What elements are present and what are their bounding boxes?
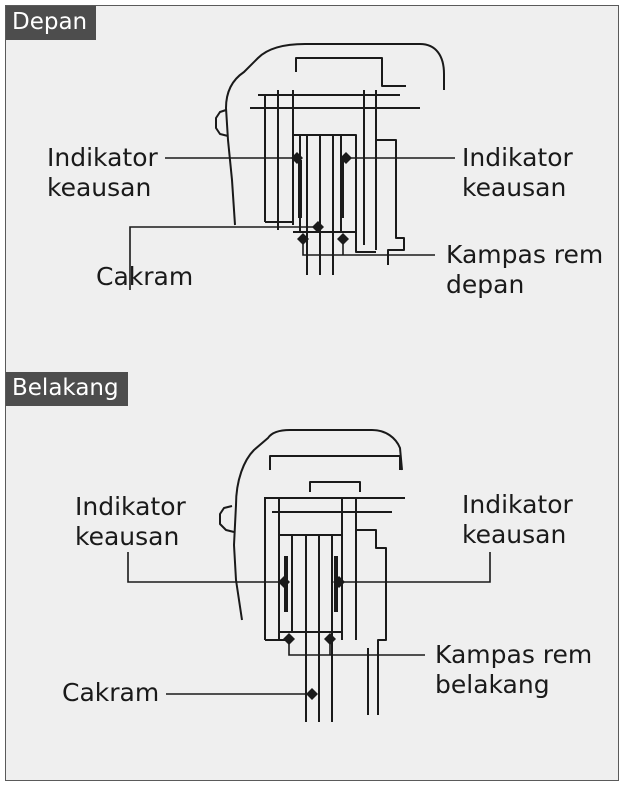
marker-rear-wear-left: [278, 576, 290, 588]
front-wear-indicator-left-label: Indikator keausan: [47, 143, 158, 202]
marker-front-pad-right: [337, 233, 349, 245]
marker-front-wear-left: [291, 152, 303, 164]
rear-wear-indicator-right-label: Indikator keausan: [462, 490, 573, 549]
rear-section-tab: Belakang: [6, 372, 128, 406]
rear-caliper-drawing: [219, 429, 405, 722]
front-wear-indicator-right-label: Indikator keausan: [462, 143, 573, 202]
front-disc-label: Cakram: [96, 262, 194, 291]
marker-rear-pad-left: [283, 633, 295, 645]
marker-rear-wear-right: [333, 576, 345, 588]
marker-rear-disc: [306, 688, 318, 700]
rear-wear-indicator-left-label: Indikator keausan: [75, 492, 186, 551]
marker-front-wear-right: [340, 152, 352, 164]
leader-front-disc: [129, 226, 318, 290]
front-caliper-drawing: [215, 43, 445, 275]
leader-rear-wear-right: [339, 552, 491, 583]
rear-disc-label: Cakram: [62, 678, 160, 707]
front-brake-pad-label: Kampas rem depan: [446, 240, 604, 299]
marker-front-pad-left: [297, 233, 309, 245]
leader-rear-wear-left: [127, 552, 284, 583]
marker-front-disc: [312, 221, 324, 233]
marker-rear-pad-right: [324, 633, 336, 645]
front-section-tab: Depan: [6, 6, 97, 40]
rear-brake-pad-label: Kampas rem belakang: [435, 640, 593, 699]
leader-rear-pad: [288, 640, 425, 656]
